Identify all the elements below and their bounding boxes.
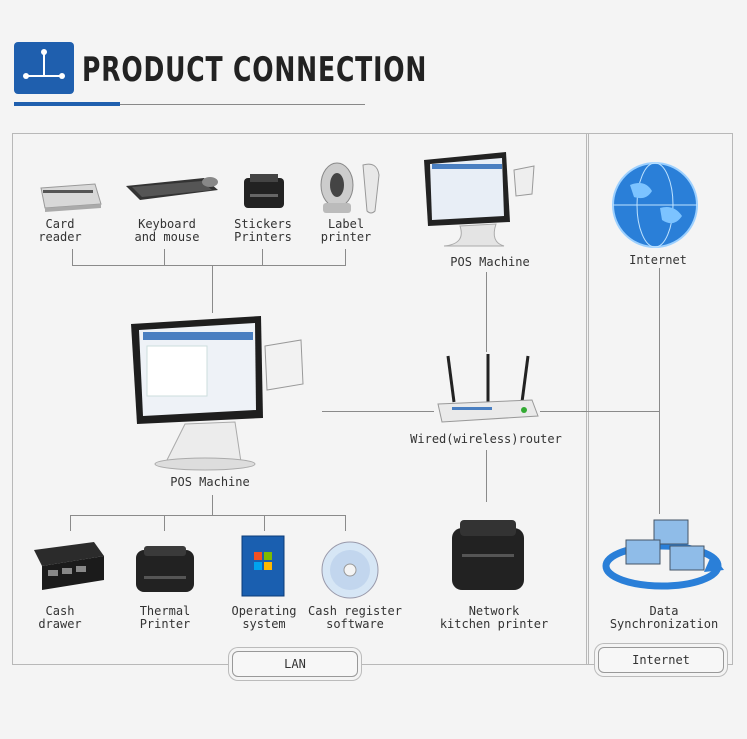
cd-disc-icon [320, 540, 380, 604]
connector [72, 265, 346, 266]
cash-drawer-icon [28, 536, 108, 598]
globe-icon [610, 160, 700, 254]
barcode-scanner-icon [311, 155, 385, 221]
sticker-printer-icon [240, 170, 288, 216]
sticker-printer-label: Stickers Printers [234, 217, 292, 244]
connector [540, 411, 660, 412]
router-label: Wired(wireless)router [410, 432, 562, 446]
keyboard-mouse-label: Keyboard and mouse [134, 217, 200, 244]
lan-zone-tag: LAN [232, 651, 358, 677]
card-reader-icon [35, 178, 105, 216]
connector [72, 249, 73, 265]
connector [345, 515, 346, 531]
title-underline-accent [14, 102, 120, 106]
keyboard-mouse-icon [122, 172, 222, 206]
connector [264, 515, 265, 531]
connector [70, 515, 346, 516]
connector [212, 495, 213, 515]
title-underline [120, 104, 365, 105]
pos-machine-main-icon [125, 312, 315, 476]
connector [659, 268, 660, 514]
operating-system-label: Operating system [231, 604, 297, 631]
connector [212, 265, 213, 313]
windows-box-icon [238, 534, 288, 602]
pos-machine-top-icon [420, 150, 545, 254]
pos-main-label: POS Machine [170, 475, 250, 489]
internet-zone-tag: Internet [598, 647, 724, 673]
data-sync-label: Data Synchronization [609, 604, 719, 631]
cash-register-software-label: Cash register software [308, 604, 402, 631]
router-icon [432, 352, 542, 434]
kitchen-printer-icon [444, 510, 534, 600]
card-reader-label: Card reader [38, 217, 82, 244]
label-printer-label: Label printer [320, 217, 372, 244]
connector [164, 249, 165, 265]
pos-top-label: POS Machine [450, 255, 530, 269]
connector [486, 450, 487, 502]
connector [345, 249, 346, 265]
thermal-printer-label: Thermal Printer [139, 604, 191, 631]
connector [486, 272, 487, 352]
data-sync-icon [600, 514, 725, 598]
internet-label: Internet [629, 253, 687, 267]
connector [322, 411, 434, 412]
connector [70, 515, 71, 531]
connector [262, 249, 263, 265]
thermal-printer-icon [130, 540, 200, 600]
network-icon [14, 42, 74, 94]
cash-drawer-label: Cash drawer [38, 604, 82, 631]
page-title: PRODUCT CONNECTION [82, 50, 428, 90]
network-printer-label: Network kitchen printer [439, 604, 549, 631]
connector [164, 515, 165, 531]
